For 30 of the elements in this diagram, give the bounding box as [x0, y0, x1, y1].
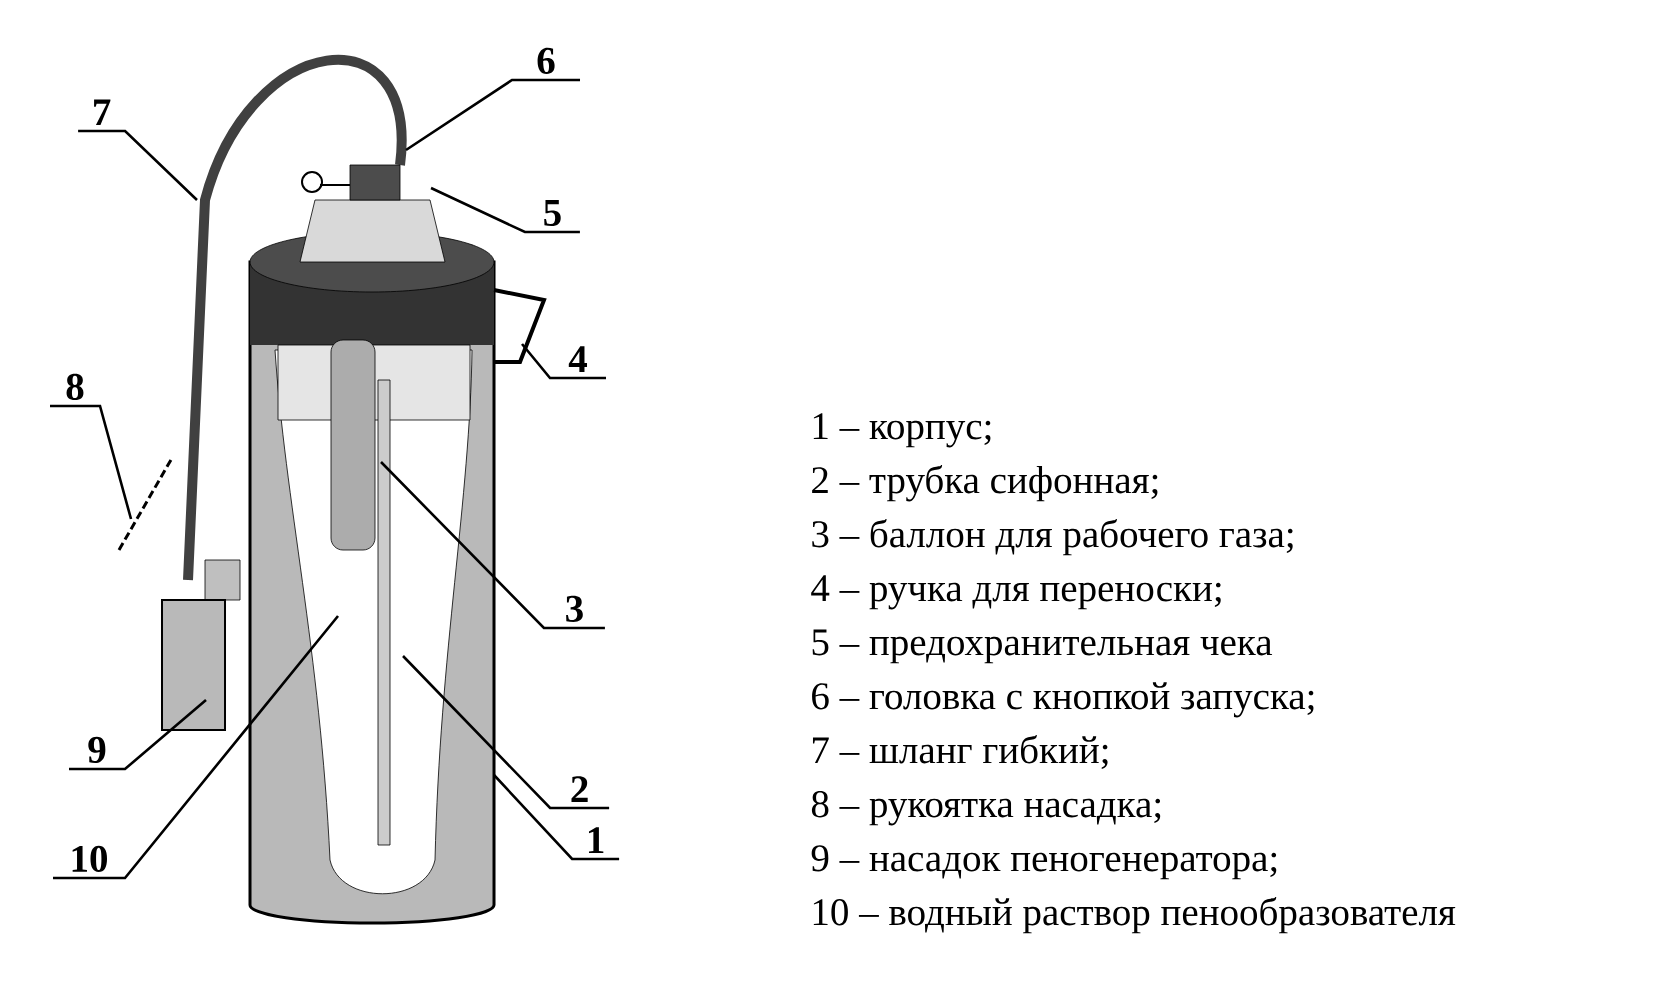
key-text: 3 – баллон для рабочего газа;	[812, 519, 1293, 556]
key-text: 4 – ручка для переноски;	[811, 575, 1221, 610]
callout-number: 10	[72, 845, 107, 872]
leader-line	[50, 404, 133, 520]
leader-line	[405, 78, 580, 152]
callout-number: 8	[66, 373, 84, 400]
leader-line	[430, 186, 580, 234]
leader-line	[402, 655, 610, 810]
key-text: 9 – насадок пеногенератора;	[811, 845, 1277, 880]
leader-line	[53, 615, 339, 880]
callout-number: 2	[571, 776, 588, 802]
callout-number: 7	[94, 99, 111, 125]
leader-line	[493, 774, 620, 861]
key-text: 8 – рукоятка насадка;	[811, 791, 1161, 826]
callout-number: 3	[566, 595, 583, 622]
key-text: 7 – шланг гибкий;	[813, 735, 1108, 769]
key-text: 6 – головка с кнопкой запуска;	[812, 682, 1314, 718]
leader-line	[69, 699, 207, 771]
callout-number: 4	[568, 346, 587, 372]
leader-line	[380, 461, 605, 630]
callout-number: 1	[589, 827, 604, 853]
key-text: 5 – предохранительная чека	[812, 629, 1273, 664]
key-text: 1 – корпус;	[813, 413, 991, 448]
key-text: 10 – водный раствор пенообразователя	[813, 897, 1456, 934]
key-text: 2 – трубка сифонная;	[812, 465, 1158, 502]
callout-number: 9	[88, 736, 106, 763]
callout-number: 6	[537, 47, 555, 74]
leader-line	[521, 343, 606, 380]
leader-line	[78, 129, 198, 201]
callout-number: 5	[544, 200, 561, 226]
